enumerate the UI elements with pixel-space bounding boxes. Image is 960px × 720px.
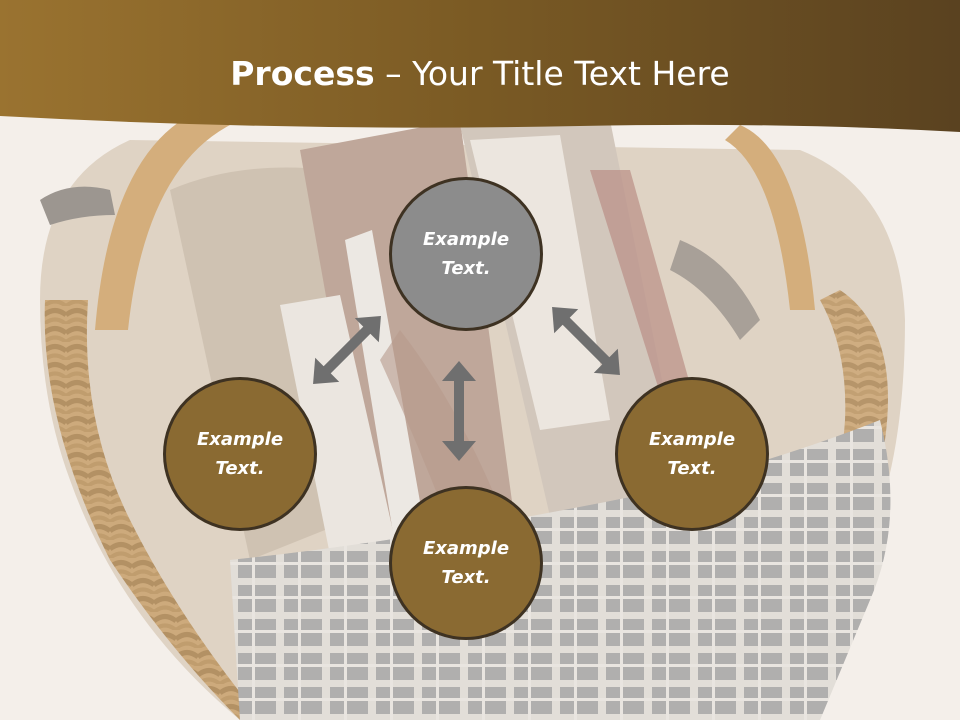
slide-title: Process – Your Title Text Here (0, 52, 960, 96)
circle-left: Example Text. (163, 377, 317, 531)
circle-left-text: Example Text. (196, 429, 284, 479)
title-bold: Process (230, 54, 375, 93)
double-arrow-icon (552, 307, 620, 375)
double-arrow-icon (442, 361, 476, 461)
circle-top: Example Text. (389, 177, 543, 331)
circle-right: Example Text. (615, 377, 769, 531)
title-rest: – Your Title Text Here (374, 54, 730, 93)
double-arrow-icon (313, 316, 381, 384)
circle-right-text: Example Text. (648, 429, 736, 479)
circle-bottom-text: Example Text. (422, 538, 510, 588)
circle-bottom: Example Text. (389, 486, 543, 640)
circle-top-text: Example Text. (422, 229, 510, 279)
